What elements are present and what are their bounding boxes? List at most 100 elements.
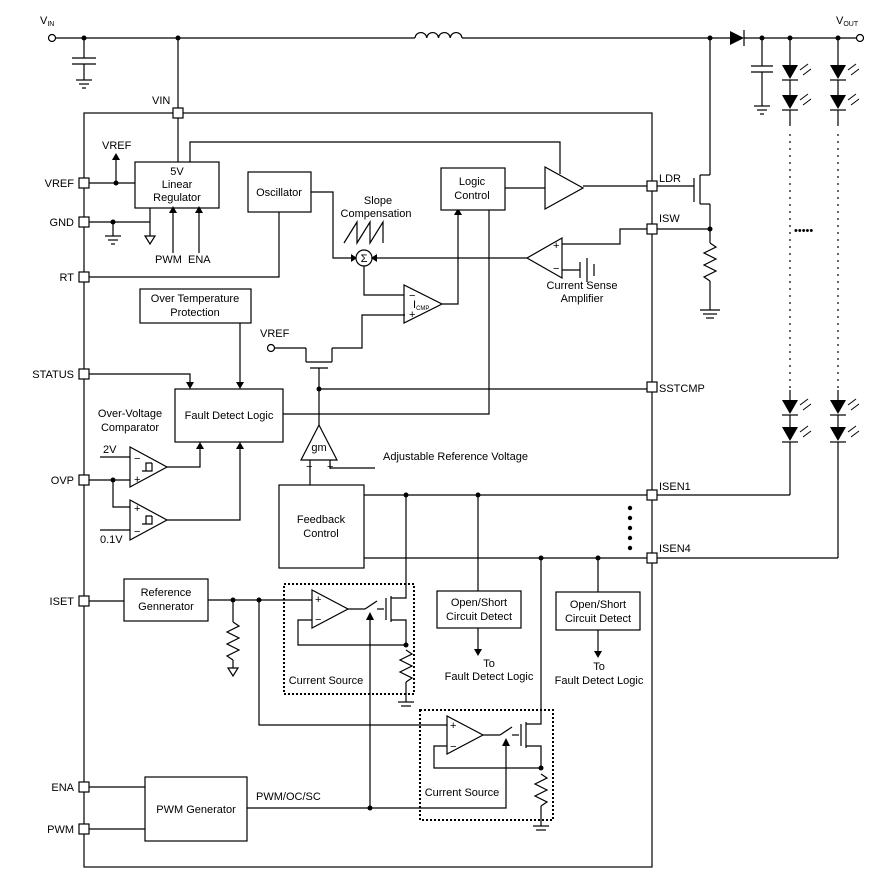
slope-label-2: Compensation	[341, 208, 412, 220]
pin-sstcmp: SSTCMP	[659, 383, 705, 395]
oscillator-label: Oscillator	[256, 187, 302, 199]
pin-vin: VIN	[152, 95, 170, 107]
adj-ref-label: Adjustable Reference Voltage	[383, 451, 528, 463]
fault-detect-block	[174, 388, 284, 443]
svg-text:−: −	[315, 614, 321, 626]
open-short-detect-1	[436, 590, 522, 629]
logic-label-1: Logic	[459, 176, 486, 188]
pin-ovp: OVP	[51, 475, 74, 487]
svg-text:+: +	[315, 594, 321, 606]
reference-generator-block	[123, 578, 209, 622]
output-capacitor	[751, 35, 773, 115]
os1-label-1: Open/Short	[451, 597, 507, 609]
regulator-label-1: 5V	[170, 166, 184, 178]
ovp-2v-label: 2V	[103, 444, 117, 456]
logic-label-2: Control	[454, 190, 489, 202]
svg-text:+: +	[134, 474, 140, 486]
svg-text:+: +	[134, 503, 140, 515]
gm-amplifier	[300, 423, 338, 461]
pwm-input-label: PWM	[155, 254, 182, 266]
vout-label: VOUT	[836, 15, 859, 28]
led-string-4	[656, 35, 846, 559]
ovc-label-2: Comparator	[101, 422, 159, 434]
open-short-detect-2	[555, 591, 641, 631]
current-sense-amplifier	[525, 236, 563, 280]
ovp-comparator-low	[129, 498, 169, 542]
current-source-1	[283, 583, 415, 695]
os2-label-1: Open/Short	[570, 599, 626, 611]
to-fault-1-b: Fault Detect Logic	[445, 671, 534, 683]
summing-sigma: Σ	[361, 253, 368, 265]
cs2-label: Current Source	[425, 787, 500, 799]
feedback-control-block	[278, 484, 365, 569]
input-rail	[47, 33, 730, 108]
linear-regulator-block	[134, 161, 220, 209]
pwm-generator-block	[144, 776, 248, 842]
inductor	[414, 32, 463, 39]
cs1-label: Current Source	[289, 675, 364, 687]
svg-text:+: +	[450, 720, 456, 732]
fault-detect-label: Fault Detect Logic	[185, 410, 274, 422]
pin-isen4: ISEN4	[659, 543, 691, 555]
csa-label-1: Current Sense	[547, 280, 618, 292]
to-fault-2-b: Fault Detect Logic	[555, 675, 644, 687]
regulator-label-2: Linear	[162, 179, 193, 191]
ovp-0p1v-label: 0.1V	[100, 534, 123, 546]
refgen-label-2: Gennerator	[138, 601, 194, 613]
pin-isw: ISW	[659, 213, 680, 225]
vin-terminal	[47, 33, 57, 43]
pin-rt: RT	[60, 272, 75, 284]
icmp-comparator	[403, 284, 444, 324]
refgen-label-1: Reference	[141, 587, 192, 599]
cs1-opamp	[311, 589, 350, 629]
otp-label-1: Over Temperature	[151, 293, 239, 305]
pin-iset: ISET	[50, 596, 75, 608]
pin-gnd: GND	[50, 217, 75, 229]
cs2-opamp	[446, 715, 485, 755]
svg-text:−: −	[450, 741, 456, 753]
svg-text:−: −	[134, 453, 140, 465]
gm-label: gm	[311, 442, 326, 454]
pin-status: STATUS	[32, 369, 74, 381]
gate-driver	[544, 165, 585, 211]
pin-ena: ENA	[51, 782, 74, 794]
to-fault-1-a: To	[483, 658, 495, 670]
pwm-oc-sc-label: PWM/OC/SC	[256, 791, 321, 803]
vref-top-label: VREF	[102, 140, 132, 152]
slope-label-1: Slope	[364, 195, 392, 207]
sawtooth-icon	[343, 219, 384, 246]
feedback-label-2: Control	[303, 528, 338, 540]
svg-text:+: +	[553, 240, 559, 252]
isen-ellipsis-dots	[627, 505, 633, 551]
pin-pwm: PWM	[47, 824, 74, 836]
power-mosfet	[656, 38, 720, 319]
over-temperature-block	[139, 288, 252, 324]
csa-label-2: Amplifier	[561, 293, 604, 305]
os1-label-2: Circuit Detect	[446, 611, 512, 623]
pwm-generator-label: PWM Generator	[156, 804, 236, 816]
oscillator-block	[247, 171, 312, 213]
svg-text:−: −	[553, 263, 559, 275]
to-fault-2-a: To	[593, 661, 605, 673]
led-strings-ellipsis: •••••	[794, 225, 813, 237]
ovp-comparator-high	[129, 445, 169, 489]
svg-text:−: −	[306, 461, 312, 473]
led-emission-arrows	[799, 63, 860, 438]
regulator-label-3: Regulator	[153, 192, 201, 204]
os2-label-2: Circuit Detect	[565, 613, 631, 625]
svg-text:+: +	[409, 309, 415, 321]
ovc-label-1: Over-Voltage	[98, 408, 162, 420]
feedback-label-1: Feedback	[297, 514, 346, 526]
icmp-label: ICMP	[413, 299, 429, 312]
svg-text:−: −	[134, 526, 140, 538]
pin-ldr: LDR	[659, 173, 681, 185]
otp-label-2: Protection	[170, 307, 220, 319]
led-string-1	[656, 35, 798, 496]
ena-input-label: ENA	[188, 254, 211, 266]
svg-text:−: −	[409, 290, 415, 302]
vin-label: VIN	[40, 15, 54, 28]
pin-vref: VREF	[45, 178, 75, 190]
current-source-2	[419, 709, 554, 821]
vref-mid-label: VREF	[260, 328, 290, 340]
